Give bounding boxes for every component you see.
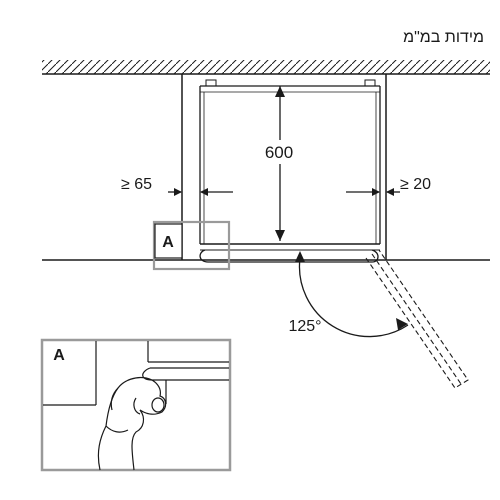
left-gap-value: ≥ 65 <box>121 176 152 193</box>
detail-panel <box>40 338 232 472</box>
cabinet-structure <box>42 74 490 261</box>
height-value: 600 <box>265 143 293 162</box>
detail-callout-box <box>152 220 231 271</box>
detail-marker: A <box>162 234 174 251</box>
appliance <box>199 79 381 263</box>
detail-title: A <box>53 347 65 364</box>
height-dimension <box>254 86 304 241</box>
right-gap-value: ≥ 20 <box>400 176 431 193</box>
open-door <box>365 249 469 389</box>
door-angle-arc <box>295 251 409 338</box>
ceiling <box>42 60 490 75</box>
door-angle-value: 125° <box>288 318 321 335</box>
units-caption: מידות במ"מ <box>403 29 484 46</box>
